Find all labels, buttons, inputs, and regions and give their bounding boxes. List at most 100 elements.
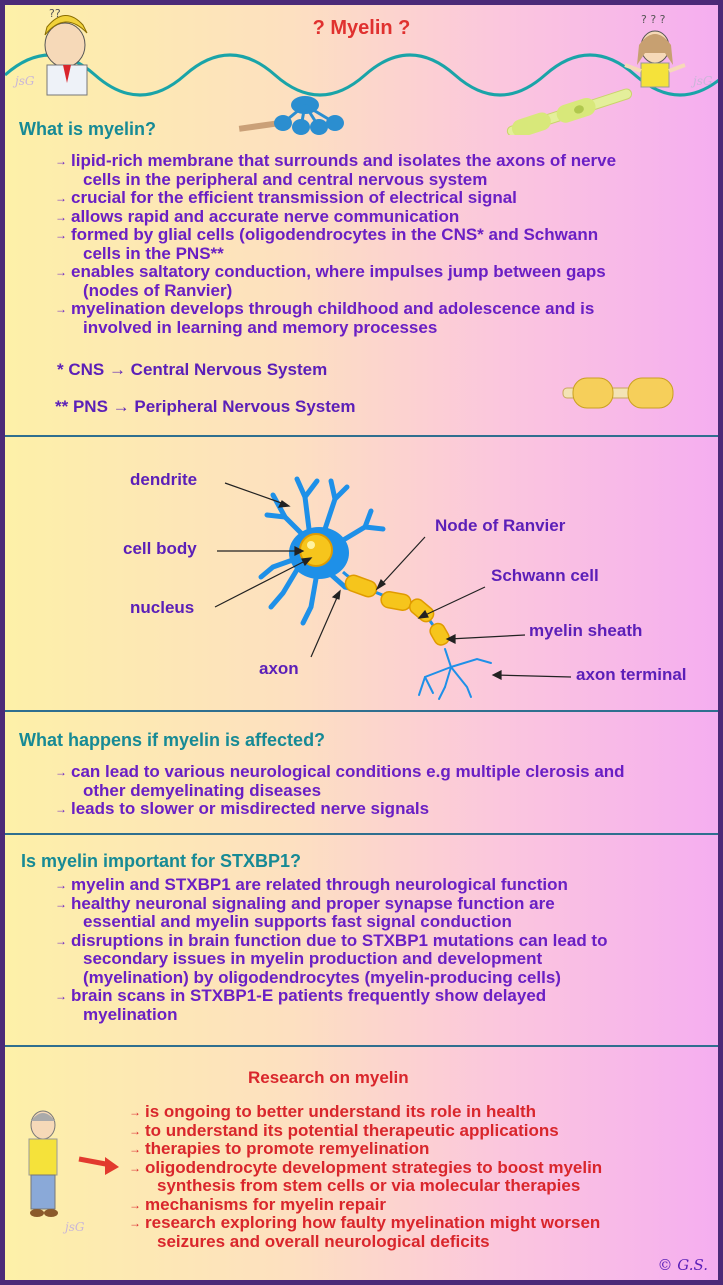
divider <box>5 710 718 712</box>
arrow-icon: → <box>55 989 67 1003</box>
confused-girl-illustration: ? ? ? <box>624 13 686 88</box>
label-nucleus: nucleus <box>130 598 195 617</box>
list-item: → lipid-rich membrane that surrounds and … <box>55 151 705 189</box>
list-item-text: disruptions in brain function due to STX… <box>71 930 608 950</box>
list-item-text: cells in the peripheral and central nerv… <box>83 169 488 189</box>
list-item-text: enables saltatory conduction, where impu… <box>71 262 606 281</box>
list-item-text: essential and myelin supports fast signa… <box>83 912 512 931</box>
myelin-affected-list: → can lead to various neurological condit… <box>55 762 705 819</box>
list-item: → mechanisms for myelin repair <box>129 1194 709 1215</box>
arrow-icon: → <box>129 1197 141 1212</box>
confused-boy-illustration: ?? <box>44 7 88 96</box>
list-item-text: oligodendrocyte development strategies t… <box>145 1157 603 1177</box>
section-heading-stxbp1: Is myelin important for STXBP1? <box>21 851 302 871</box>
arrow-icon: → <box>55 933 67 948</box>
list-item-text: therapies to promote remyelination <box>145 1139 430 1158</box>
copyright-mark: © G.S. <box>657 1256 709 1274</box>
schwann-axon-illustration <box>506 88 633 135</box>
neuron-diagram <box>214 476 572 700</box>
list-item: → allows rapid and accurate nerve communi… <box>55 206 705 227</box>
svg-text:??: ?? <box>49 7 61 20</box>
list-item: → leads to slower or misdirected nerve si… <box>55 799 705 819</box>
axon-terminals <box>418 648 492 700</box>
list-item: → myelin and STXBP1 are related through n… <box>55 875 705 895</box>
list-item-text: formed by glial cells (oligodendrocytes … <box>71 225 599 244</box>
arrow-icon: → <box>55 878 67 892</box>
list-item: → oligodendrocyte development strategies … <box>129 1157 709 1196</box>
divider <box>5 435 718 437</box>
section-heading-research: Research on myelin <box>248 1068 409 1087</box>
arrow-icon: → <box>55 302 67 316</box>
list-item-text: lipid-rich membrane that surrounds and i… <box>71 151 617 170</box>
thinking-man-illustration: jsG <box>28 1110 119 1234</box>
list-item-text: brain scans in STXBP1-E patients frequen… <box>71 986 547 1005</box>
arrow-icon: → <box>129 1160 141 1175</box>
label-schwann-cell: Schwann cell <box>491 566 599 585</box>
list-item-text: mechanisms for myelin repair <box>145 1194 386 1214</box>
svg-text:jsG: jsG <box>62 1220 85 1234</box>
list-item-text: allows rapid and accurate nerve communic… <box>71 206 460 226</box>
arrow-icon: → <box>55 265 67 279</box>
research-list: → is ongoing to better understand its rol… <box>129 1102 709 1251</box>
list-item-text: seizures and overall neurological defici… <box>157 1231 490 1251</box>
header-decoration: ?? jsG ? ? ? jsG <box>5 7 718 135</box>
list-item-text: to understand its potential therapeutic … <box>145 1120 559 1140</box>
list-item-text: secondary issues in myelin production an… <box>83 949 543 968</box>
arrow-icon: → <box>129 1216 141 1230</box>
arrow-icon: → <box>55 154 67 168</box>
wave-line <box>5 53 718 97</box>
divider <box>5 833 718 835</box>
list-item-text: (nodes of Ranvier) <box>83 280 233 300</box>
section-heading-what-is-myelin: What is myelin? <box>19 119 157 139</box>
arrow-icon: → <box>55 191 67 205</box>
myelin-definition-list: → lipid-rich membrane that surrounds and … <box>55 151 705 337</box>
list-item-text: healthy neuronal signaling and proper sy… <box>71 893 555 913</box>
arrow-icon: → <box>55 228 67 242</box>
label-cell-body: cell body <box>123 539 197 558</box>
list-item: → myelination develops through childhood … <box>55 299 705 337</box>
list-item-text: myelin and STXBP1 are related through ne… <box>71 875 568 894</box>
list-item-text: myelination <box>83 1004 178 1024</box>
list-item: → is ongoing to better understand its rol… <box>129 1102 709 1122</box>
list-item-text: is ongoing to better understand its role… <box>145 1102 537 1121</box>
page-title: ? Myelin ? <box>312 17 411 39</box>
list-item: → to understand its potential therapeutic… <box>129 1120 709 1141</box>
arrow-icon: → <box>55 802 67 816</box>
label-myelin-sheath: myelin sheath <box>529 621 643 640</box>
divider <box>5 1045 718 1047</box>
list-item: → healthy neuronal signaling and proper s… <box>55 893 705 932</box>
footnote-pns: ** PNS → Peripheral Nervous System <box>55 397 356 416</box>
section-heading-myelin-affected: What happens if myelin is affected? <box>19 730 326 750</box>
watermark: jsG <box>12 74 35 88</box>
label-axon: axon <box>259 659 299 678</box>
list-item-text: myelination develops through childhood a… <box>71 299 595 318</box>
arrow-icon: → <box>55 896 67 911</box>
footnote-cns: * CNS → Central Nervous System <box>57 360 328 379</box>
neuron-dendrites <box>258 476 386 626</box>
list-item-text: research exploring how faulty myelinatio… <box>145 1213 601 1232</box>
list-item-text: can lead to various neurological conditi… <box>71 762 625 781</box>
label-axon-terminal: axon terminal <box>576 665 687 684</box>
list-item-text: leads to slower or misdirected nerve sig… <box>71 799 430 818</box>
list-item-text: involved in learning and memory processe… <box>83 317 438 337</box>
list-item: → brain scans in STXBP1-E patients freque… <box>55 986 705 1024</box>
list-item: → disruptions in brain function due to ST… <box>55 930 705 988</box>
list-item: → research exploring how faulty myelinati… <box>129 1213 709 1251</box>
list-item: → formed by glial cells (oligodendrocytes… <box>55 225 705 263</box>
list-item-text: crucial for the efficient transmission o… <box>71 188 517 207</box>
arrow-icon: → <box>55 209 67 224</box>
list-item: → enables saltatory conduction, where imp… <box>55 262 705 300</box>
oligodendrocyte-illustration <box>238 96 344 135</box>
arrow-icon: → <box>129 1105 141 1119</box>
stxbp1-relation-list: → myelin and STXBP1 are related through n… <box>55 875 705 1024</box>
list-item: →therapies to promote remyelination <box>129 1139 709 1159</box>
pointer-arrows <box>214 482 572 680</box>
list-item-text: other demyelinating diseases <box>83 780 322 800</box>
svg-text:? ? ?: ? ? ? <box>641 13 666 26</box>
arrow-icon: → <box>129 1123 141 1138</box>
list-item-text: cells in the PNS** <box>83 243 224 263</box>
list-item-text: synthesis from stem cells or via molecul… <box>157 1176 581 1195</box>
list-item: →can lead to various neurological condit… <box>55 762 705 800</box>
list-item: → crucial for the efficient transmission … <box>55 188 705 208</box>
